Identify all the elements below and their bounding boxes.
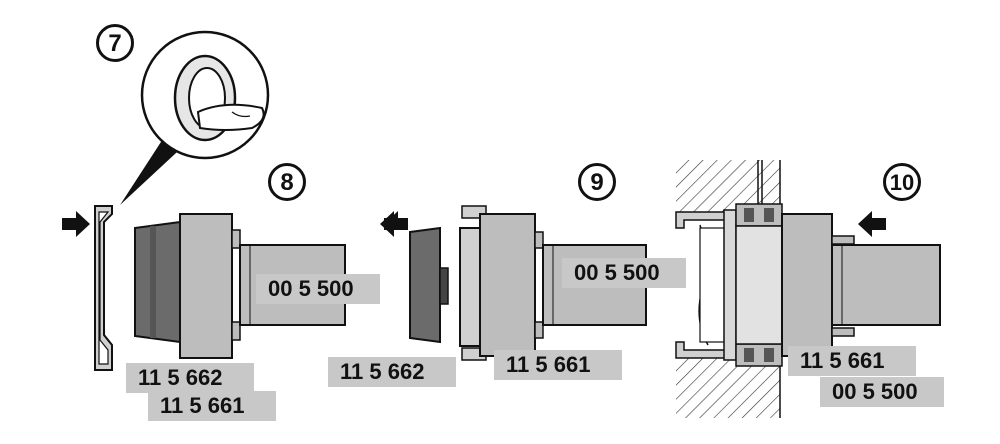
part-label: 11 5 662 bbox=[328, 357, 456, 387]
step-9-marker: 9 bbox=[578, 163, 616, 201]
part-label: 11 5 661 bbox=[494, 350, 622, 380]
part-label: 11 5 662 bbox=[126, 363, 254, 393]
step-8-marker: 8 bbox=[268, 163, 306, 201]
part-label: 00 5 500 bbox=[562, 258, 686, 288]
step-10-marker: 10 bbox=[883, 163, 921, 201]
dark-seal-ring bbox=[134, 220, 181, 344]
seal-profile bbox=[94, 205, 113, 371]
part-label: 00 5 500 bbox=[256, 274, 380, 304]
flange-body bbox=[179, 213, 233, 359]
arrow-left-icon bbox=[858, 211, 886, 237]
arrow-right-icon bbox=[62, 211, 90, 237]
dark-cap bbox=[409, 226, 441, 344]
flange-body bbox=[479, 213, 536, 357]
part-label: 11 5 661 bbox=[148, 391, 276, 421]
step-7-marker: 7 bbox=[96, 24, 134, 62]
part-label: 00 5 500 bbox=[820, 377, 944, 407]
assembly-step-10 bbox=[675, 203, 941, 367]
part-label: 11 5 661 bbox=[788, 346, 916, 376]
arrow-left-icon bbox=[380, 211, 408, 237]
magnified-seal-detail bbox=[120, 30, 270, 205]
finger-shape bbox=[196, 103, 265, 131]
